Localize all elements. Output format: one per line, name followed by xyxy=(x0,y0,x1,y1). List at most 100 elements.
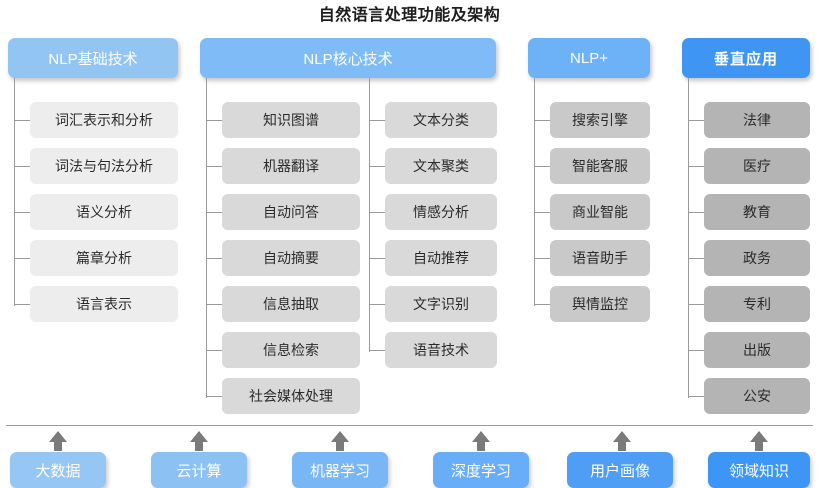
item-label: 词汇表示和分析 xyxy=(55,112,153,128)
list-item[interactable]: 文字识别 xyxy=(385,286,497,322)
item-label: 文本分类 xyxy=(413,112,469,128)
foundation-item-label: 领域知识 xyxy=(728,462,789,480)
list-item[interactable]: 篇章分析 xyxy=(30,240,178,276)
item-label: 专利 xyxy=(743,296,771,312)
list-item[interactable]: 机器翻译 xyxy=(222,148,360,184)
watermark xyxy=(620,474,819,486)
list-item[interactable]: 社会媒体处理 xyxy=(222,378,360,414)
tree-stub xyxy=(206,212,222,213)
item-label: 语音技术 xyxy=(413,342,469,358)
column-header-vertical-app[interactable]: 垂直应用 xyxy=(682,38,810,78)
up-arrow-icon xyxy=(54,442,62,451)
item-label: 智能客服 xyxy=(572,158,628,174)
list-item[interactable]: 知识图谱 xyxy=(222,102,360,138)
tree-stub xyxy=(369,212,385,213)
list-item[interactable]: 公安 xyxy=(704,378,810,414)
item-label: 出版 xyxy=(743,342,771,358)
list-item[interactable]: 教育 xyxy=(704,194,810,230)
foundation-item-label: 云计算 xyxy=(176,462,222,480)
list-item[interactable]: 情感分析 xyxy=(385,194,497,230)
item-label: 自动摘要 xyxy=(263,250,319,266)
list-item[interactable]: 医疗 xyxy=(704,148,810,184)
item-label: 医疗 xyxy=(743,158,771,174)
item-label: 文字识别 xyxy=(413,296,469,312)
up-arrow-icon xyxy=(618,442,626,451)
list-item[interactable]: 语义分析 xyxy=(30,194,178,230)
tree-stub xyxy=(369,166,385,167)
foundation-divider xyxy=(6,425,813,426)
list-item[interactable]: 商业智能 xyxy=(550,194,650,230)
list-item[interactable]: 词汇表示和分析 xyxy=(30,102,178,138)
tree-trunk-nlp-core-right xyxy=(369,78,370,352)
foundation-item-cloud-computing[interactable]: 云计算 xyxy=(151,452,247,488)
tree-stub xyxy=(14,212,30,213)
item-label: 语言表示 xyxy=(76,296,132,312)
item-label: 机器翻译 xyxy=(263,158,319,174)
up-arrow-icon xyxy=(336,442,344,451)
tree-trunk-nlp-core-left xyxy=(206,78,207,398)
tree-trunk-nlp-plus xyxy=(534,78,535,306)
tree-stub xyxy=(206,304,222,305)
list-item[interactable]: 语音技术 xyxy=(385,332,497,368)
item-label: 篇章分析 xyxy=(76,250,132,266)
up-arrow-icon xyxy=(49,431,67,442)
foundation-item-user-profile[interactable]: 用户画像 xyxy=(567,452,673,488)
item-label: 舆情监控 xyxy=(572,296,628,312)
column-header-label: NLP核心技术 xyxy=(303,50,393,68)
up-arrow-icon xyxy=(472,431,490,442)
list-item[interactable]: 自动问答 xyxy=(222,194,360,230)
item-label: 信息检索 xyxy=(263,342,319,358)
list-item[interactable]: 出版 xyxy=(704,332,810,368)
up-arrow-icon xyxy=(331,431,349,442)
column-header-label: NLP基础技术 xyxy=(48,50,138,68)
item-label: 法律 xyxy=(743,112,771,128)
item-label: 语音助手 xyxy=(572,250,628,266)
tree-trunk-nlp-basic xyxy=(14,78,15,306)
tree-stub xyxy=(369,120,385,121)
list-item[interactable]: 语音助手 xyxy=(550,240,650,276)
item-label: 政务 xyxy=(743,250,771,266)
list-item[interactable]: 文本聚类 xyxy=(385,148,497,184)
tree-stub xyxy=(534,166,550,167)
tree-stub xyxy=(14,120,30,121)
list-item[interactable]: 词法与句法分析 xyxy=(30,148,178,184)
foundation-item-label: 大数据 xyxy=(35,462,81,480)
column-header-nlp-plus[interactable]: NLP+ xyxy=(528,38,650,78)
column-header-label: 垂直应用 xyxy=(713,50,778,68)
column-header-nlp-basic[interactable]: NLP基础技术 xyxy=(8,38,178,78)
tree-stub xyxy=(206,396,222,397)
item-label: 公安 xyxy=(743,388,771,404)
item-label: 商业智能 xyxy=(572,204,628,220)
foundation-item-deep-learning[interactable]: 深度学习 xyxy=(433,452,529,488)
list-item[interactable]: 舆情监控 xyxy=(550,286,650,322)
column-header-nlp-core[interactable]: NLP核心技术 xyxy=(200,38,496,78)
list-item[interactable]: 信息抽取 xyxy=(222,286,360,322)
list-item[interactable]: 政务 xyxy=(704,240,810,276)
item-label: 教育 xyxy=(743,204,771,220)
list-item[interactable]: 智能客服 xyxy=(550,148,650,184)
item-label: 文本聚类 xyxy=(413,158,469,174)
list-item[interactable]: 法律 xyxy=(704,102,810,138)
list-item[interactable]: 语言表示 xyxy=(30,286,178,322)
tree-stub xyxy=(688,350,704,351)
list-item[interactable]: 搜索引擎 xyxy=(550,102,650,138)
list-item[interactable]: 自动推荐 xyxy=(385,240,497,276)
item-label: 社会媒体处理 xyxy=(249,388,333,404)
list-item[interactable]: 文本分类 xyxy=(385,102,497,138)
tree-stub xyxy=(369,304,385,305)
tree-stub xyxy=(206,120,222,121)
list-item[interactable]: 信息检索 xyxy=(222,332,360,368)
foundation-item-machine-learning[interactable]: 机器学习 xyxy=(292,452,388,488)
tree-stub xyxy=(14,166,30,167)
tree-stub xyxy=(369,258,385,259)
up-arrow-icon xyxy=(190,431,208,442)
list-item[interactable]: 自动摘要 xyxy=(222,240,360,276)
tree-stub xyxy=(534,120,550,121)
tree-stub xyxy=(688,304,704,305)
up-arrow-icon xyxy=(195,442,203,451)
foundation-item-domain-knowledge[interactable]: 领域知识 xyxy=(708,452,810,488)
list-item[interactable]: 专利 xyxy=(704,286,810,322)
up-arrow-icon xyxy=(477,442,485,451)
foundation-item-big-data[interactable]: 大数据 xyxy=(10,452,106,488)
item-label: 自动问答 xyxy=(263,204,319,220)
